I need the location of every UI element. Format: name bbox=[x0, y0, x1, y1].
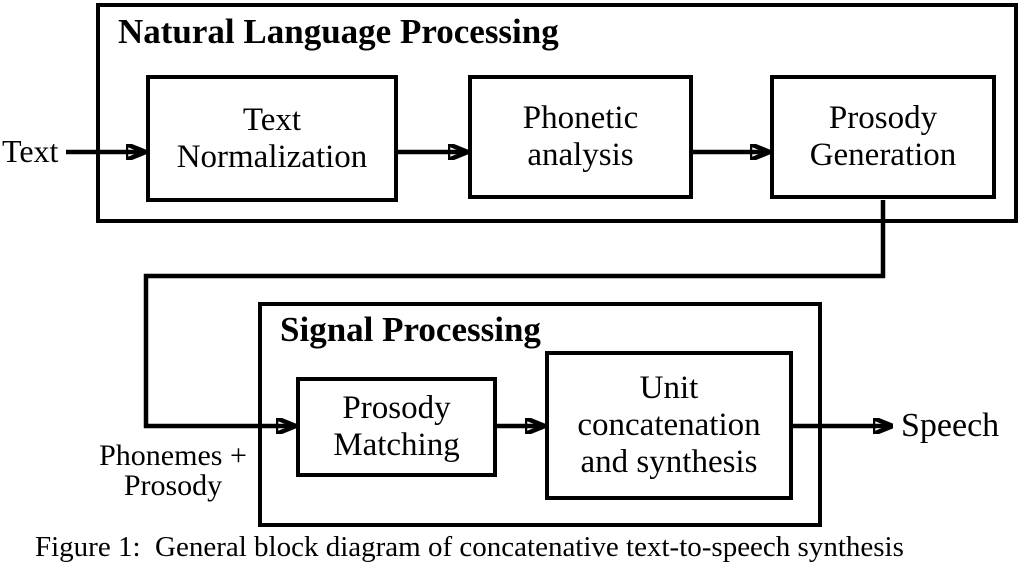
box-label-line: Prosody bbox=[342, 390, 451, 426]
box-label-line: Unit bbox=[639, 370, 699, 406]
signal-processing-title: Signal Processing bbox=[280, 310, 541, 349]
box-label-line: Text bbox=[242, 101, 302, 138]
box-label-line: Phonetic bbox=[522, 100, 639, 136]
process-box-prosody-generation: Prosody Generation bbox=[770, 75, 996, 199]
figure-caption: Figure 1: General block diagram of conca… bbox=[35, 531, 904, 563]
box-label-line: Generation bbox=[809, 137, 957, 173]
box-label-line: and synthesis bbox=[580, 444, 758, 480]
box-label-line: concatenation bbox=[577, 407, 761, 443]
output-label-speech: Speech bbox=[901, 407, 1000, 444]
input-label-text: Text bbox=[2, 133, 59, 169]
box-label-line: Prosody bbox=[828, 100, 938, 136]
box-label-line: Matching bbox=[333, 427, 460, 463]
process-box-unit-concatenation: Unit concatenation and synthesis bbox=[545, 351, 793, 500]
process-box-prosody-matching: Prosody Matching bbox=[296, 377, 497, 477]
process-box-phonetic-analysis: Phonetic analysis bbox=[468, 75, 693, 199]
phonemes-prosody-label-line2: Prosody bbox=[123, 469, 223, 502]
box-label-line: Normalization bbox=[176, 138, 368, 175]
box-label-line: analysis bbox=[527, 137, 634, 173]
phonemes-prosody-label-line1: Phonemes + bbox=[99, 439, 247, 472]
process-box-text-normalization: Text Normalization bbox=[146, 75, 398, 202]
nlp-title: Natural Language Processing bbox=[118, 12, 559, 51]
phonemes-prosody-label: Phonemes + Prosody bbox=[92, 441, 254, 501]
